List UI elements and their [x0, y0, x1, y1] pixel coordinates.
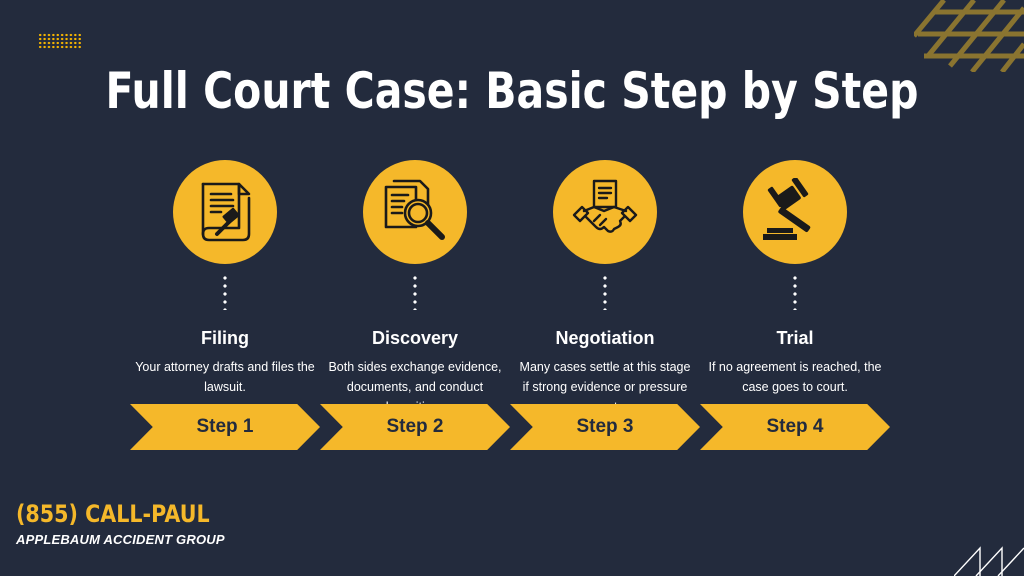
step-description: If no agreement is reached, the case goe… — [708, 360, 882, 394]
step-filing: Filing Your attorney drafts and files th… — [130, 160, 320, 397]
phone-number: (855) CALL-PAUL — [16, 500, 210, 528]
step-2-chevron: Step 2 — [320, 404, 510, 450]
connector-dots — [413, 274, 417, 310]
step-negotiation: Negotiation Many cases settle at this st… — [510, 160, 700, 417]
page-title: Full Court Case: Basic Step by Step — [105, 62, 919, 120]
step-label: Step 4 — [766, 416, 824, 437]
step-trial: Trial If no agreement is reached, the ca… — [700, 160, 890, 397]
step-4-chevron: Step 4 — [700, 404, 890, 450]
step-title: Negotiation — [555, 328, 655, 348]
step-title: Filing — [201, 328, 249, 348]
step-label: Step 3 — [576, 416, 634, 437]
decorative-lattice-pattern — [914, 0, 1024, 72]
step-discovery: Discovery Both sides exchange evidence, … — [320, 160, 510, 417]
step-label: Step 2 — [386, 416, 444, 437]
gavel-icon — [743, 160, 847, 264]
step-1-chevron: Step 1 — [130, 404, 320, 450]
firm-name: APPLEBAUM ACCIDENT GROUP — [16, 532, 225, 547]
step-title: Discovery — [371, 328, 459, 348]
handshake-icon — [553, 160, 657, 264]
magnifier-documents-icon — [363, 160, 467, 264]
step-description: Your attorney drafts and files the lawsu… — [135, 360, 315, 394]
document-gavel-icon — [173, 160, 277, 264]
step-label: Step 1 — [196, 416, 254, 437]
decorative-dot-grid — [38, 33, 82, 49]
connector-dots — [223, 274, 227, 310]
connector-dots — [793, 274, 797, 310]
step-3-chevron: Step 3 — [510, 404, 700, 450]
connector-dots — [603, 274, 607, 310]
step-title: Trial — [776, 328, 814, 348]
decorative-line-pattern — [954, 546, 1024, 576]
